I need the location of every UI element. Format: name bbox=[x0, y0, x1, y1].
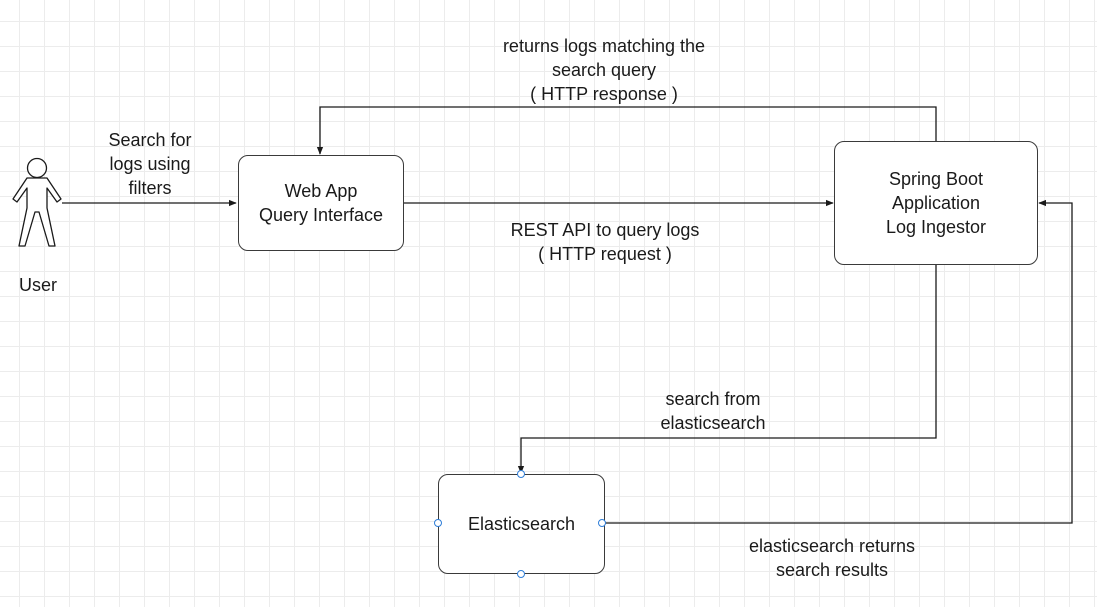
person-icon[interactable] bbox=[12, 157, 62, 247]
edge-label-spring-to-elastic: search from elasticsearch bbox=[660, 389, 766, 433]
actor-label: User bbox=[18, 275, 57, 295]
node-spring-boot-line-2: Application bbox=[891, 193, 981, 213]
connection-handle-bottom[interactable] bbox=[517, 570, 525, 578]
node-spring-boot-line-3: Log Ingestor bbox=[885, 217, 987, 237]
connector-spring-to-webapp[interactable] bbox=[316, 106, 937, 155]
node-spring-boot-line-1: Spring Boot bbox=[888, 169, 984, 189]
node-web-app-line-2: Query Interface bbox=[258, 205, 384, 225]
connector-elastic-to-spring[interactable] bbox=[605, 199, 1073, 524]
node-spring-boot[interactable]: Spring Boot Application Log Ingestor bbox=[834, 141, 1038, 265]
node-elasticsearch-line-1: Elasticsearch bbox=[467, 514, 576, 534]
node-elasticsearch[interactable]: Elasticsearch bbox=[438, 474, 605, 574]
edge-label-webapp-to-spring: REST API to query logs ( HTTP request ) bbox=[510, 220, 700, 264]
node-web-app-line-1: Web App bbox=[284, 181, 358, 201]
edge-label-spring-to-webapp: returns logs matching the search query (… bbox=[502, 36, 706, 104]
connector-spring-to-elastic[interactable] bbox=[517, 265, 937, 474]
connection-handle-right[interactable] bbox=[598, 519, 606, 527]
edge-label-user-to-webapp: Search for logs using filters bbox=[108, 130, 192, 198]
connection-handle-left[interactable] bbox=[434, 519, 442, 527]
connection-handle-top[interactable] bbox=[517, 470, 525, 478]
edge-label-elastic-to-spring: elasticsearch returns search results bbox=[748, 536, 916, 580]
node-web-app[interactable]: Web App Query Interface bbox=[238, 155, 404, 251]
